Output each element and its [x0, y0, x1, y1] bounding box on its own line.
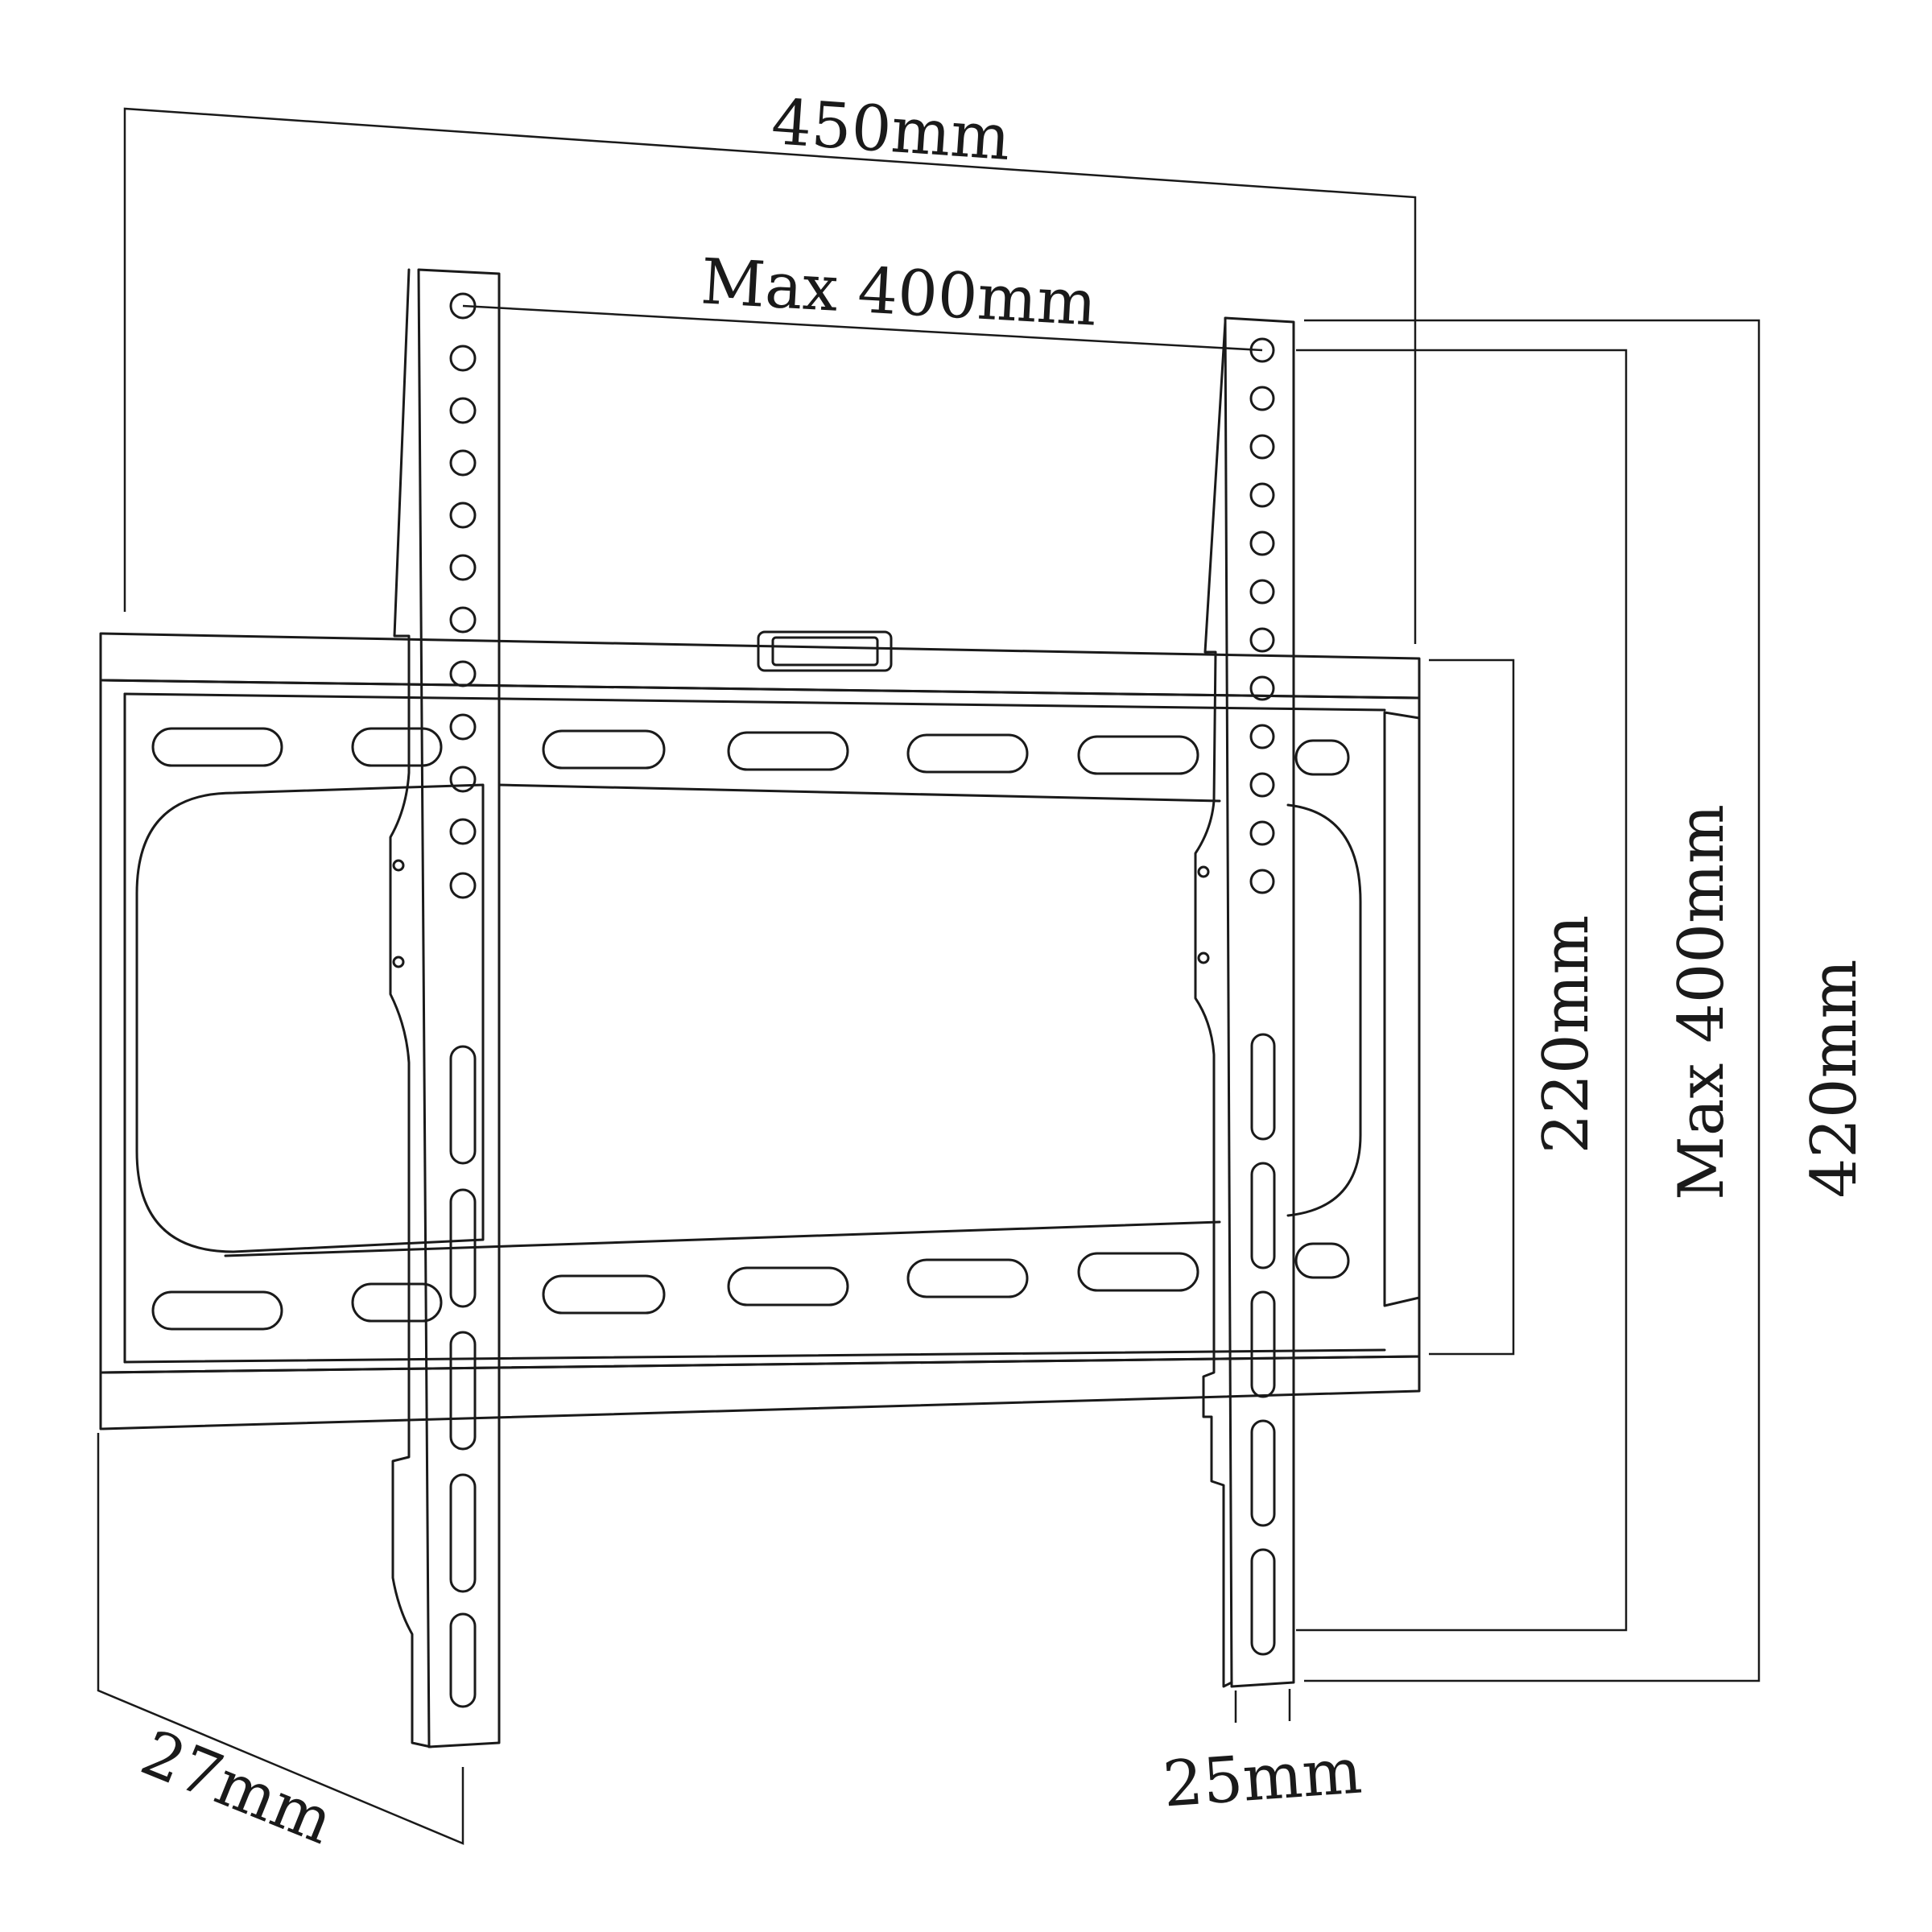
dim-line-max-vertical	[1296, 349, 1628, 1632]
label-overall-height: 420mm	[1798, 960, 1871, 1199]
top-mounting-slots	[151, 727, 1350, 776]
right-vertical-arm	[1194, 316, 1295, 1688]
label-depth: 27mm	[131, 1717, 343, 1859]
dim-line-max-horizontal	[462, 304, 1263, 352]
label-overall-width: 450mm	[770, 86, 1013, 175]
right-arm-holes	[1249, 337, 1275, 894]
dimension-labels: 450mm Max 400mm 220mm Max 400mm 420mm 27…	[131, 86, 1871, 1859]
right-arm-slots	[1250, 1033, 1276, 1656]
left-vertical-arm	[389, 268, 501, 1748]
right-arm-face	[1224, 316, 1295, 1688]
dim-line-plate-height	[1429, 658, 1515, 1356]
dim-line-overall-width	[123, 107, 1417, 644]
label-max-horizontal: Max 400mm	[699, 246, 1098, 340]
dim-line-overall-height	[1304, 319, 1761, 1682]
dimension-lines	[97, 107, 1761, 1845]
wall-plate-cutout	[135, 783, 485, 1253]
wall-plate	[99, 630, 1421, 1430]
left-arm-slots	[449, 1045, 477, 1708]
wall-plate-right-return	[1383, 711, 1421, 1307]
bottom-mounting-slots	[151, 1242, 1350, 1331]
left-arm-holes	[449, 292, 477, 899]
safety-lock-latch	[757, 630, 893, 672]
label-plate-height: 220mm	[1530, 915, 1603, 1154]
wall-plate-bottom-ledge	[99, 1355, 1421, 1430]
dim-line-depth	[97, 1433, 464, 1845]
label-arm-width: 25mm	[1161, 1736, 1364, 1822]
label-max-vertical: Max 400mm	[1666, 804, 1738, 1200]
left-arm-face	[417, 268, 501, 1748]
